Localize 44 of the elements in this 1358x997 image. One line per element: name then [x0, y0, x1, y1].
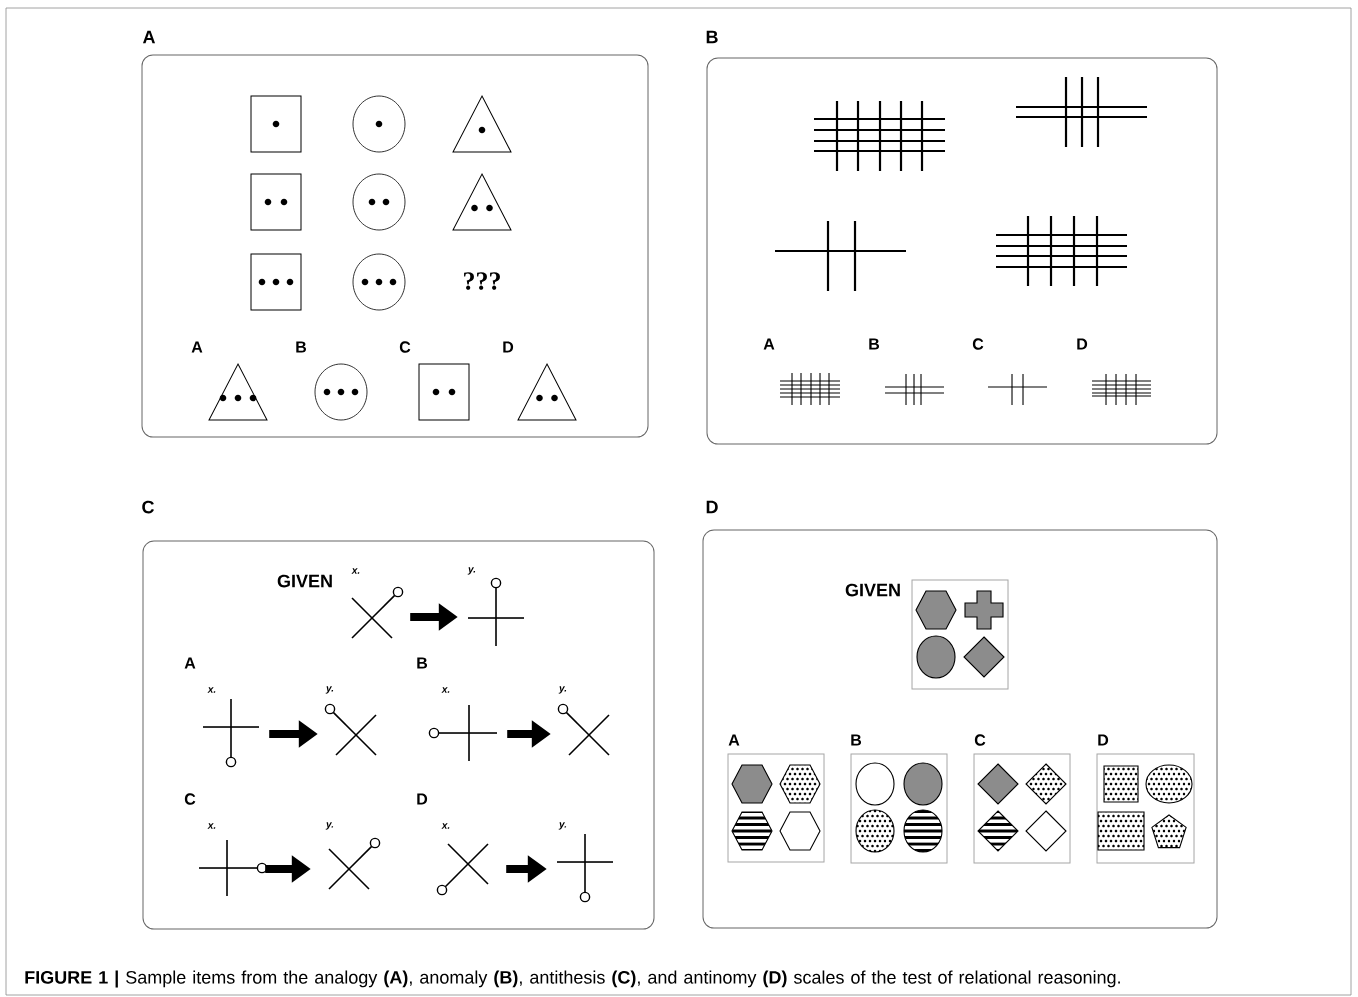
- cross-figure: [556, 833, 614, 903]
- option-letter: B: [417, 657, 428, 669]
- variable-label: x.: [207, 823, 216, 829]
- option-letter: A: [763, 338, 775, 350]
- option-letter: A: [191, 341, 203, 353]
- option-letter: D: [1098, 734, 1109, 746]
- caption: FIGURE 1 | Sample items from the analogy (A), anomaly (B), antithesis (C), and antinomy (D) scales of the test of relational reasoning.: [25, 970, 1120, 988]
- variable-label: x.: [441, 823, 450, 829]
- variable-label: y.: [467, 567, 476, 575]
- option-letter: C: [972, 338, 984, 350]
- node-label: C: [142, 500, 155, 514]
- option-letter: C: [974, 734, 986, 746]
- option-letter: A: [184, 657, 196, 669]
- variable-label: y.: [325, 822, 334, 830]
- variable-label: x.: [441, 687, 450, 693]
- option-letter: A: [728, 734, 740, 746]
- variable-label: y.: [558, 686, 567, 694]
- given-label: GIVEN: [845, 583, 900, 597]
- option-letter: C: [184, 793, 196, 805]
- cross-figure: [436, 843, 489, 896]
- variable-label: x.: [207, 687, 216, 693]
- option-letter: B: [851, 734, 862, 746]
- option-letter: C: [399, 341, 411, 353]
- node-label: A: [142, 30, 156, 44]
- given-label: GIVEN: [277, 574, 332, 588]
- node-label: B: [706, 30, 718, 44]
- cross-figure: [351, 586, 404, 639]
- variable-label: x.: [351, 568, 360, 574]
- variable-label: y.: [325, 686, 334, 694]
- cross-figure: [557, 703, 610, 756]
- cross-figure: [467, 577, 525, 647]
- option-letter: B: [296, 341, 307, 353]
- question-marks: ???: [464, 272, 500, 290]
- option-letter: D: [1077, 338, 1088, 350]
- option-letter: D: [417, 793, 428, 805]
- option-letter: D: [503, 341, 514, 353]
- cross-figure: [198, 839, 268, 897]
- cross-figure: [428, 704, 498, 762]
- variable-label: y.: [558, 822, 567, 830]
- node-label: D: [706, 500, 718, 514]
- cross-figure: [324, 703, 377, 756]
- cross-figure: [202, 698, 260, 768]
- option-letter: B: [869, 338, 880, 350]
- cross-figure: [328, 837, 381, 890]
